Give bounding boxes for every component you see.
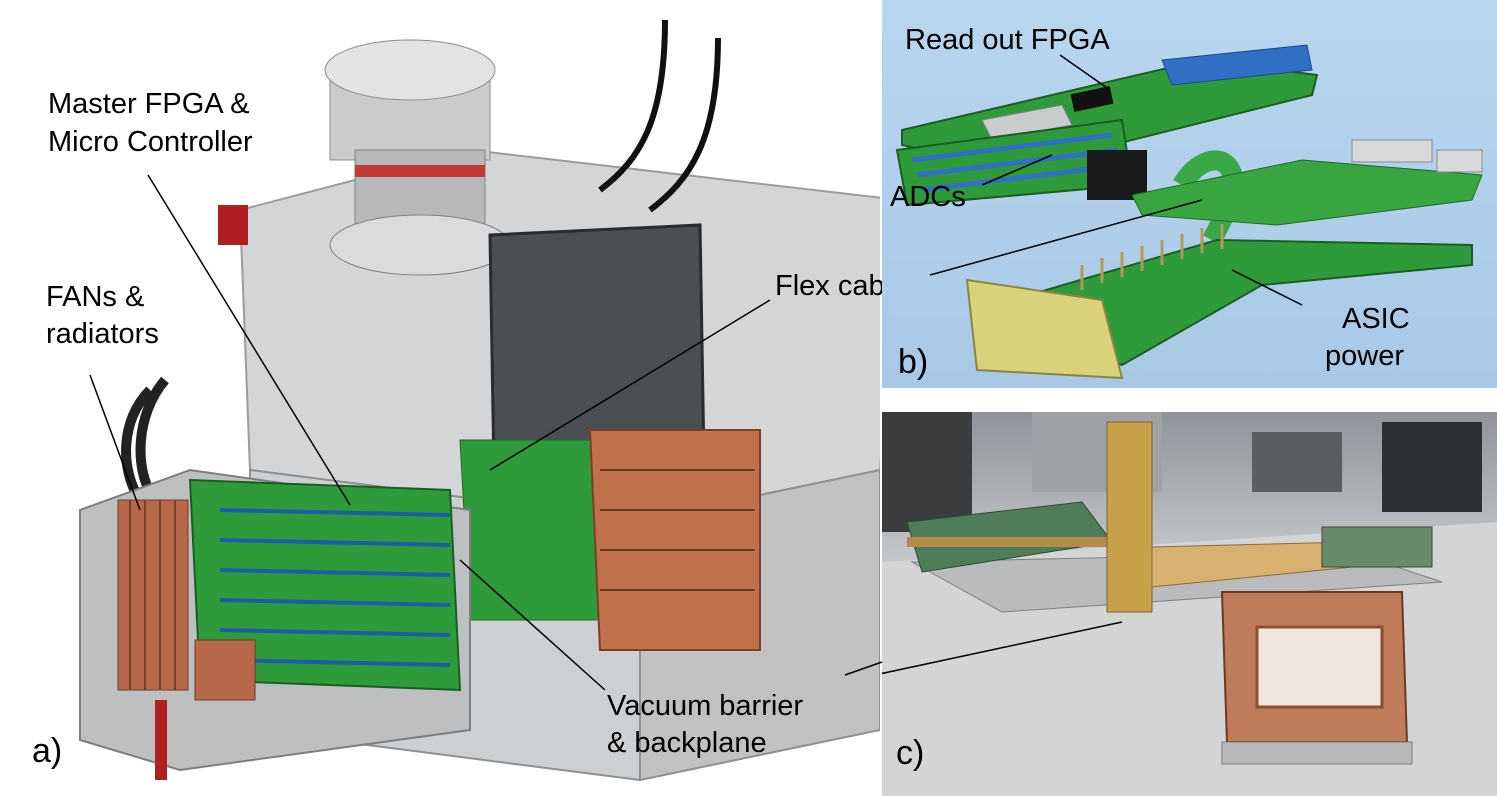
cable-2 [648,37,721,213]
leader-readout-fpga [1059,54,1111,91]
leader-adcs [981,154,1053,186]
red-stand [155,700,167,780]
flex-sheet [1131,159,1483,226]
panel-b-pcb-render: Read out FPGA ADCs ASIC power b) [882,0,1497,388]
dsub-connector-1 [1351,139,1433,163]
leader-asic-power [1231,269,1303,306]
background-chair [1252,432,1342,492]
copper-block-base [1221,741,1413,765]
small-board-photo [1321,526,1433,568]
label-fans-line2: radiators [46,318,159,350]
lab-photo-illustration [882,412,1497,796]
copper-cooling-block [588,429,761,651]
pcb-stack [188,478,462,692]
label-vacuum-line2: & backplane [607,727,767,759]
flange-red-ring [355,165,485,177]
label-fans-line1: FANs & [46,281,145,313]
radiator-1 [117,499,189,691]
panel-c-lab-photo: c) [882,412,1497,796]
label-readout-fpga: Read out FPGA [905,24,1110,56]
radiator-2 [194,639,256,701]
detector-render-illustration [79,19,880,782]
background-rack [882,412,972,532]
panel-c-label: c) [896,734,925,772]
label-asic-line1: ASIC [1342,303,1410,335]
leader-vacuum [459,559,606,691]
fpga-chip [1070,86,1114,112]
pcb-edge [907,537,1107,547]
leader-fans [89,374,141,511]
label-adcs: ADCs [890,181,966,213]
cable-1 [598,19,668,193]
label-vacuum-line1: Vacuum barrier [607,690,804,722]
copper-block-window [1255,625,1384,709]
dsub-connector-2 [1436,149,1483,173]
yellow-front-plate [965,278,1124,380]
red-handle [218,205,248,245]
leader-flex-cable-c [882,621,1123,675]
leader-master-fpga [147,174,351,506]
blue-connector [1161,44,1313,86]
pcb-render-illustration [895,44,1483,380]
label-master-fpga-line2: Micro Controller [48,126,253,158]
gold-vacuum-plate [1106,421,1153,613]
pump-top [324,39,496,101]
leader-flex-cable-b [929,199,1203,276]
flange-base [329,214,511,276]
panel-a-label: a) [32,732,63,770]
heatsink [981,104,1073,141]
background-chair-2 [1382,422,1482,512]
panel-b-label: b) [898,343,929,381]
adc-connector [1087,150,1147,200]
label-master-fpga-line1: Master FPGA & [48,88,250,120]
leader-flex-cable [489,299,771,471]
label-asic-line2: power [1325,340,1404,372]
